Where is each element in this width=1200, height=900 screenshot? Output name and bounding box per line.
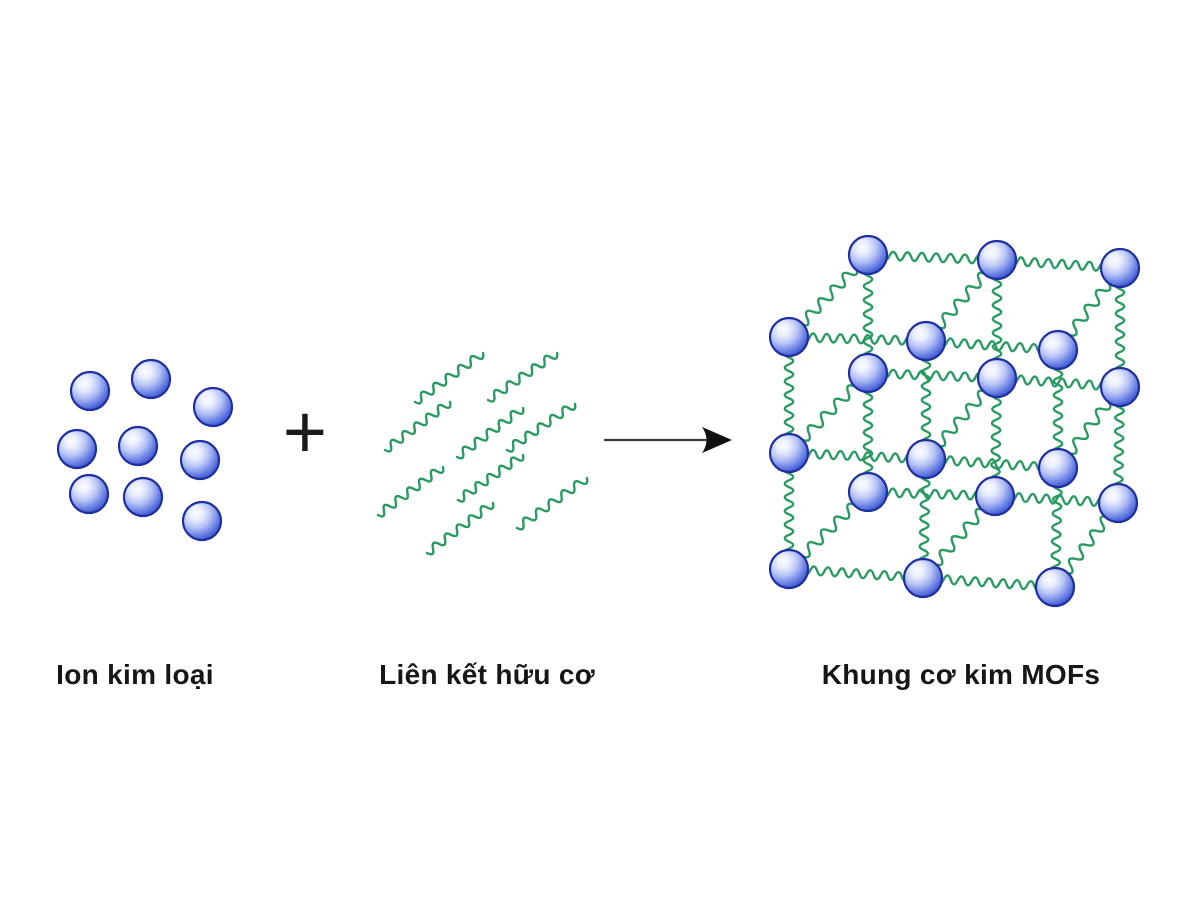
mof-back-bond <box>989 376 1003 498</box>
organic-linker-squiggle <box>383 400 452 453</box>
mof-front-bond <box>924 336 1060 356</box>
metal-ion-sphere <box>181 500 223 542</box>
mof-back-bond <box>991 258 1003 380</box>
mof-metal-node-front <box>902 557 944 599</box>
mof-metal-node-front <box>905 438 947 480</box>
organic-linker-squiggle <box>505 402 577 453</box>
metal-ion-sphere <box>122 476 164 518</box>
mof-back-bond <box>993 491 1120 508</box>
organic-linker-squiggle <box>425 501 495 556</box>
mof-metal-node-back <box>847 234 889 276</box>
mof-metal-node-back <box>976 239 1018 281</box>
arrow-head <box>702 427 732 453</box>
mof-metal-node-front <box>768 432 810 474</box>
mof-bond-group <box>783 250 1126 593</box>
label-organic-linkers: Liên kết hữu cơ <box>379 659 595 690</box>
mof-back-bond <box>866 250 999 265</box>
mof-metal-node-back <box>974 475 1016 517</box>
mof-metal-node-back <box>1097 482 1139 524</box>
mof-sphere-group <box>768 234 1141 608</box>
mof-back-bond <box>995 373 1122 392</box>
mof-metal-node-front <box>1037 447 1079 489</box>
metal-ion-sphere <box>179 439 221 481</box>
metal-ion-sphere <box>69 370 111 412</box>
mof-metal-node-front <box>768 548 810 590</box>
metal-ion-sphere <box>68 473 110 515</box>
plus-operator: + <box>282 389 328 475</box>
mof-metal-node-back <box>1099 366 1141 408</box>
reaction-arrow <box>604 427 732 453</box>
mof-back-bond <box>866 486 997 502</box>
mof-front-bond <box>787 331 928 347</box>
metal-ion-sphere <box>130 358 172 400</box>
mof-front-bond <box>787 564 925 584</box>
mof-metal-node-back <box>847 471 889 513</box>
mof-back-bond <box>862 371 874 494</box>
mof-metal-node-back <box>976 357 1018 399</box>
mof-front-bond <box>921 573 1057 593</box>
mof-front-bond <box>1049 466 1064 589</box>
mof-metal-node-back <box>847 352 889 394</box>
mof-metal-node-front <box>1037 329 1079 371</box>
mof-back-bond <box>862 253 874 375</box>
mof-back-bond <box>995 255 1122 273</box>
organic-linker-squiggle <box>456 453 525 503</box>
organic-linker-squiggle <box>455 406 525 460</box>
metal-ion-sphere <box>56 428 98 470</box>
mof-metal-node-front <box>1034 566 1076 608</box>
metal-ion-cluster <box>56 358 234 542</box>
mof-back-bond <box>1114 266 1126 389</box>
mof-front-bond <box>917 457 932 580</box>
label-metal-ions: Ion kim loại <box>56 659 214 690</box>
mof-metal-node-front <box>905 320 947 362</box>
organic-linker-squiggle <box>486 351 559 403</box>
mof-front-bond <box>924 454 1060 474</box>
label-mof: Khung cơ kim MOFs <box>821 659 1101 690</box>
organic-linker-squiggle <box>376 465 445 518</box>
mof-metal-node-front <box>768 316 810 358</box>
organic-linker-squiggle <box>413 351 485 405</box>
mof-front-bond <box>920 339 932 461</box>
organic-linker-squiggle <box>515 476 589 531</box>
mof-back-bond <box>866 368 999 383</box>
mof-front-bond <box>787 448 928 464</box>
metal-ion-sphere <box>117 425 159 467</box>
metal-ion-sphere <box>192 386 234 428</box>
organic-linker-group <box>376 351 589 556</box>
mof-front-bond <box>1052 348 1064 470</box>
mof-metal-node-back <box>1099 247 1141 289</box>
